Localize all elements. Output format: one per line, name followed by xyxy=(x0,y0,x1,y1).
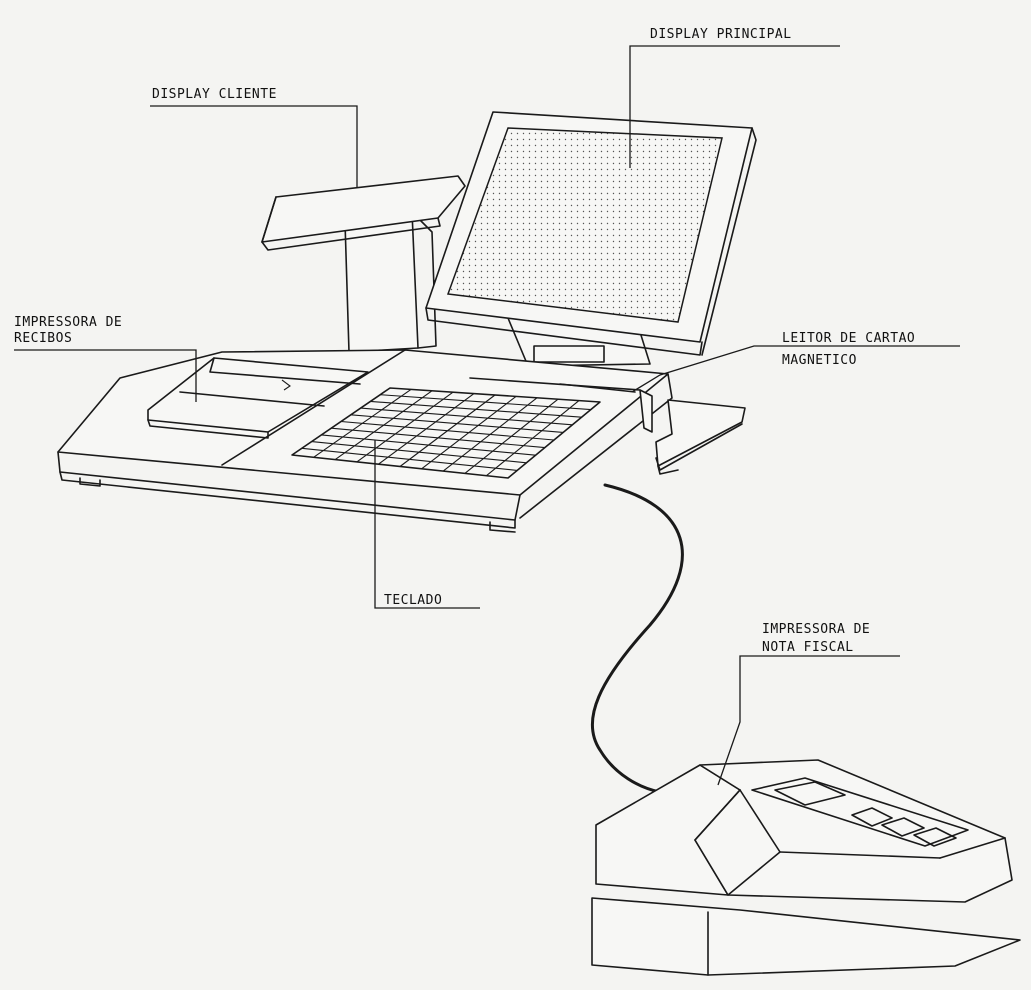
label-teclado: TECLADO xyxy=(384,593,442,608)
labels: DISPLAY PRINCIPAL DISPLAY CLIENTE IMPRES… xyxy=(14,27,915,655)
cable xyxy=(590,483,684,794)
keypad xyxy=(291,387,601,479)
customer-display xyxy=(261,175,466,353)
label-display-cliente: DISPLAY CLIENTE xyxy=(152,87,277,102)
card-reader xyxy=(469,377,746,475)
label-leitor-cartao-line2: MAGNETICO xyxy=(782,353,857,368)
main-display xyxy=(425,111,757,367)
label-impressora-recibos-line1: IMPRESSORA DE xyxy=(14,315,122,330)
label-impressora-nota-line1: IMPRESSORA DE xyxy=(762,622,870,637)
label-leitor-cartao-line1: LEITOR DE CARTAO xyxy=(782,331,915,346)
label-display-principal: DISPLAY PRINCIPAL xyxy=(650,27,792,42)
leader-lines xyxy=(14,45,960,786)
label-impressora-recibos-line2: RECIBOS xyxy=(14,331,72,346)
fiscal-printer xyxy=(591,759,1021,976)
label-impressora-nota-line2: NOTA FISCAL xyxy=(762,640,854,655)
